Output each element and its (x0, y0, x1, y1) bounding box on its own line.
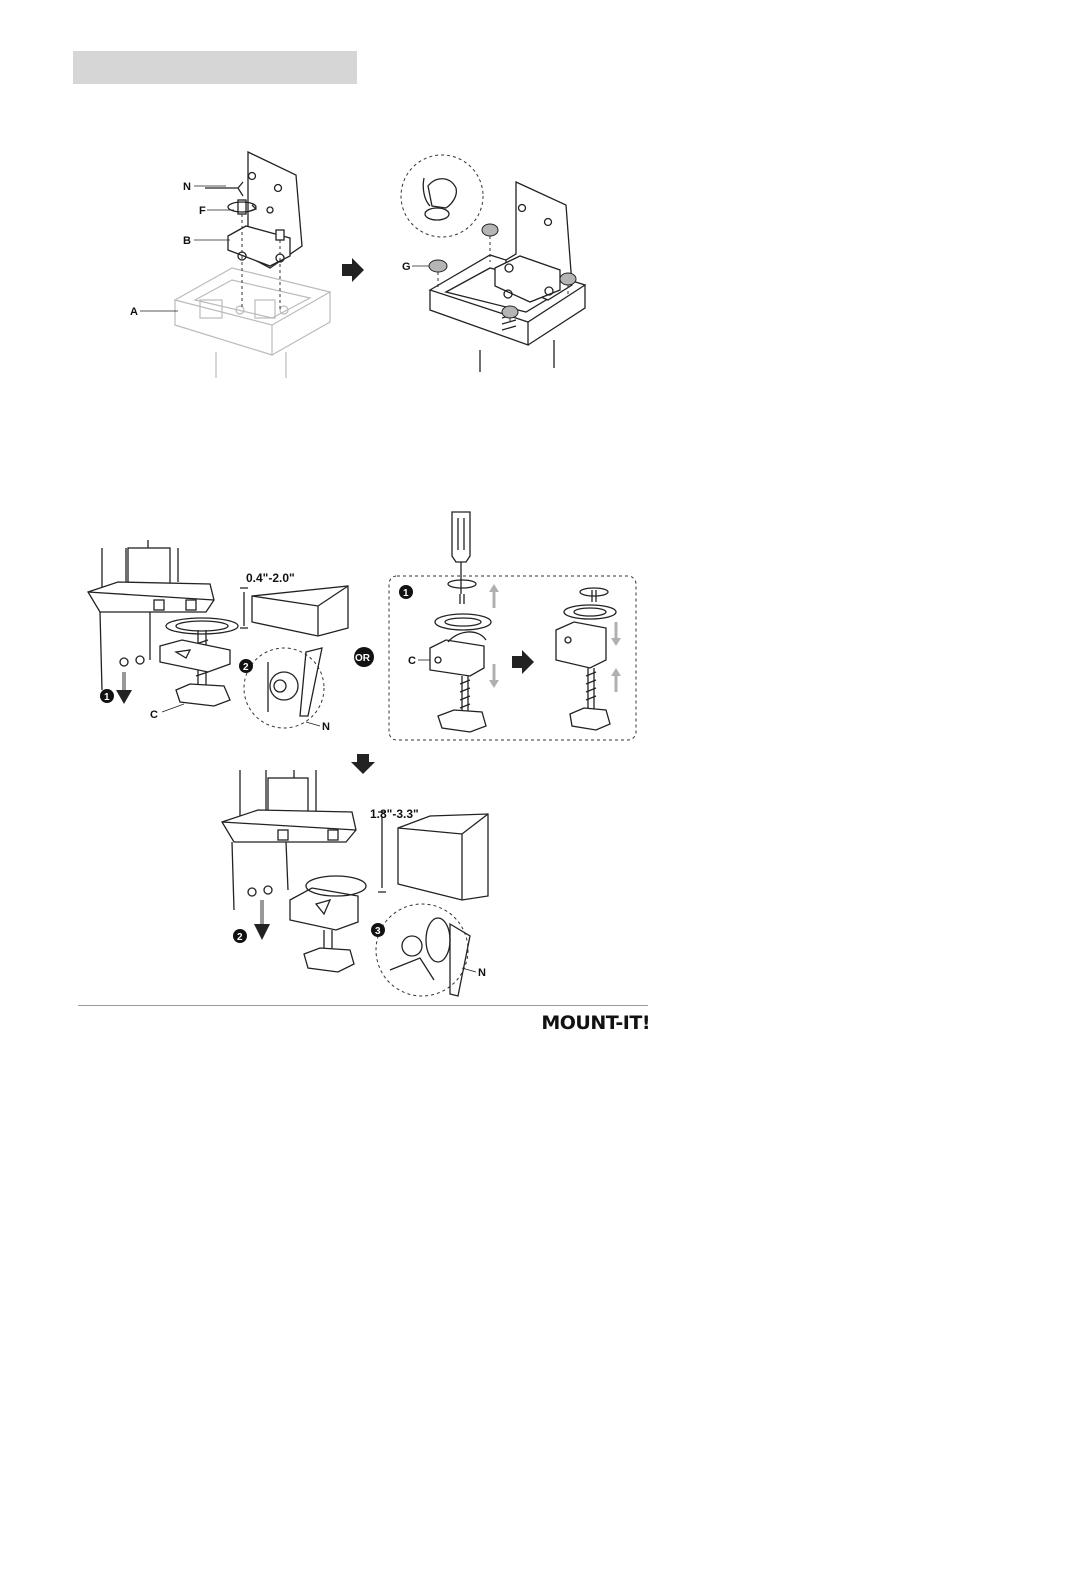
clamp-view-bottom: 1.8"-3.3" 2 3 N (222, 770, 488, 996)
svg-text:OR: OR (355, 653, 371, 664)
step-number-2a: 2 (243, 662, 249, 673)
label-n2: N (478, 967, 486, 979)
or-badge: OR (354, 647, 374, 667)
clamp-view-left: 0.4"-2.0" 1 C 2 N (88, 540, 348, 733)
clamp-alternative-box: 1 C (389, 512, 636, 740)
label-c2: C (408, 655, 416, 667)
next-arrow-icon (512, 650, 534, 674)
footer-divider (78, 1005, 648, 1006)
label-n1: N (322, 721, 330, 733)
step-number-2b: 2 (237, 932, 243, 943)
step-number-3: 3 (375, 926, 381, 937)
range-small: 0.4"-2.0" (246, 571, 295, 585)
label-c1: C (150, 709, 158, 721)
range-large: 1.8"-3.3" (370, 807, 419, 821)
down-arrow-icon (351, 754, 375, 774)
step-number-1a: 1 (104, 692, 110, 703)
brand-logo: MOUNT-IT! (540, 1012, 650, 1038)
step-number-1b: 1 (403, 588, 409, 599)
